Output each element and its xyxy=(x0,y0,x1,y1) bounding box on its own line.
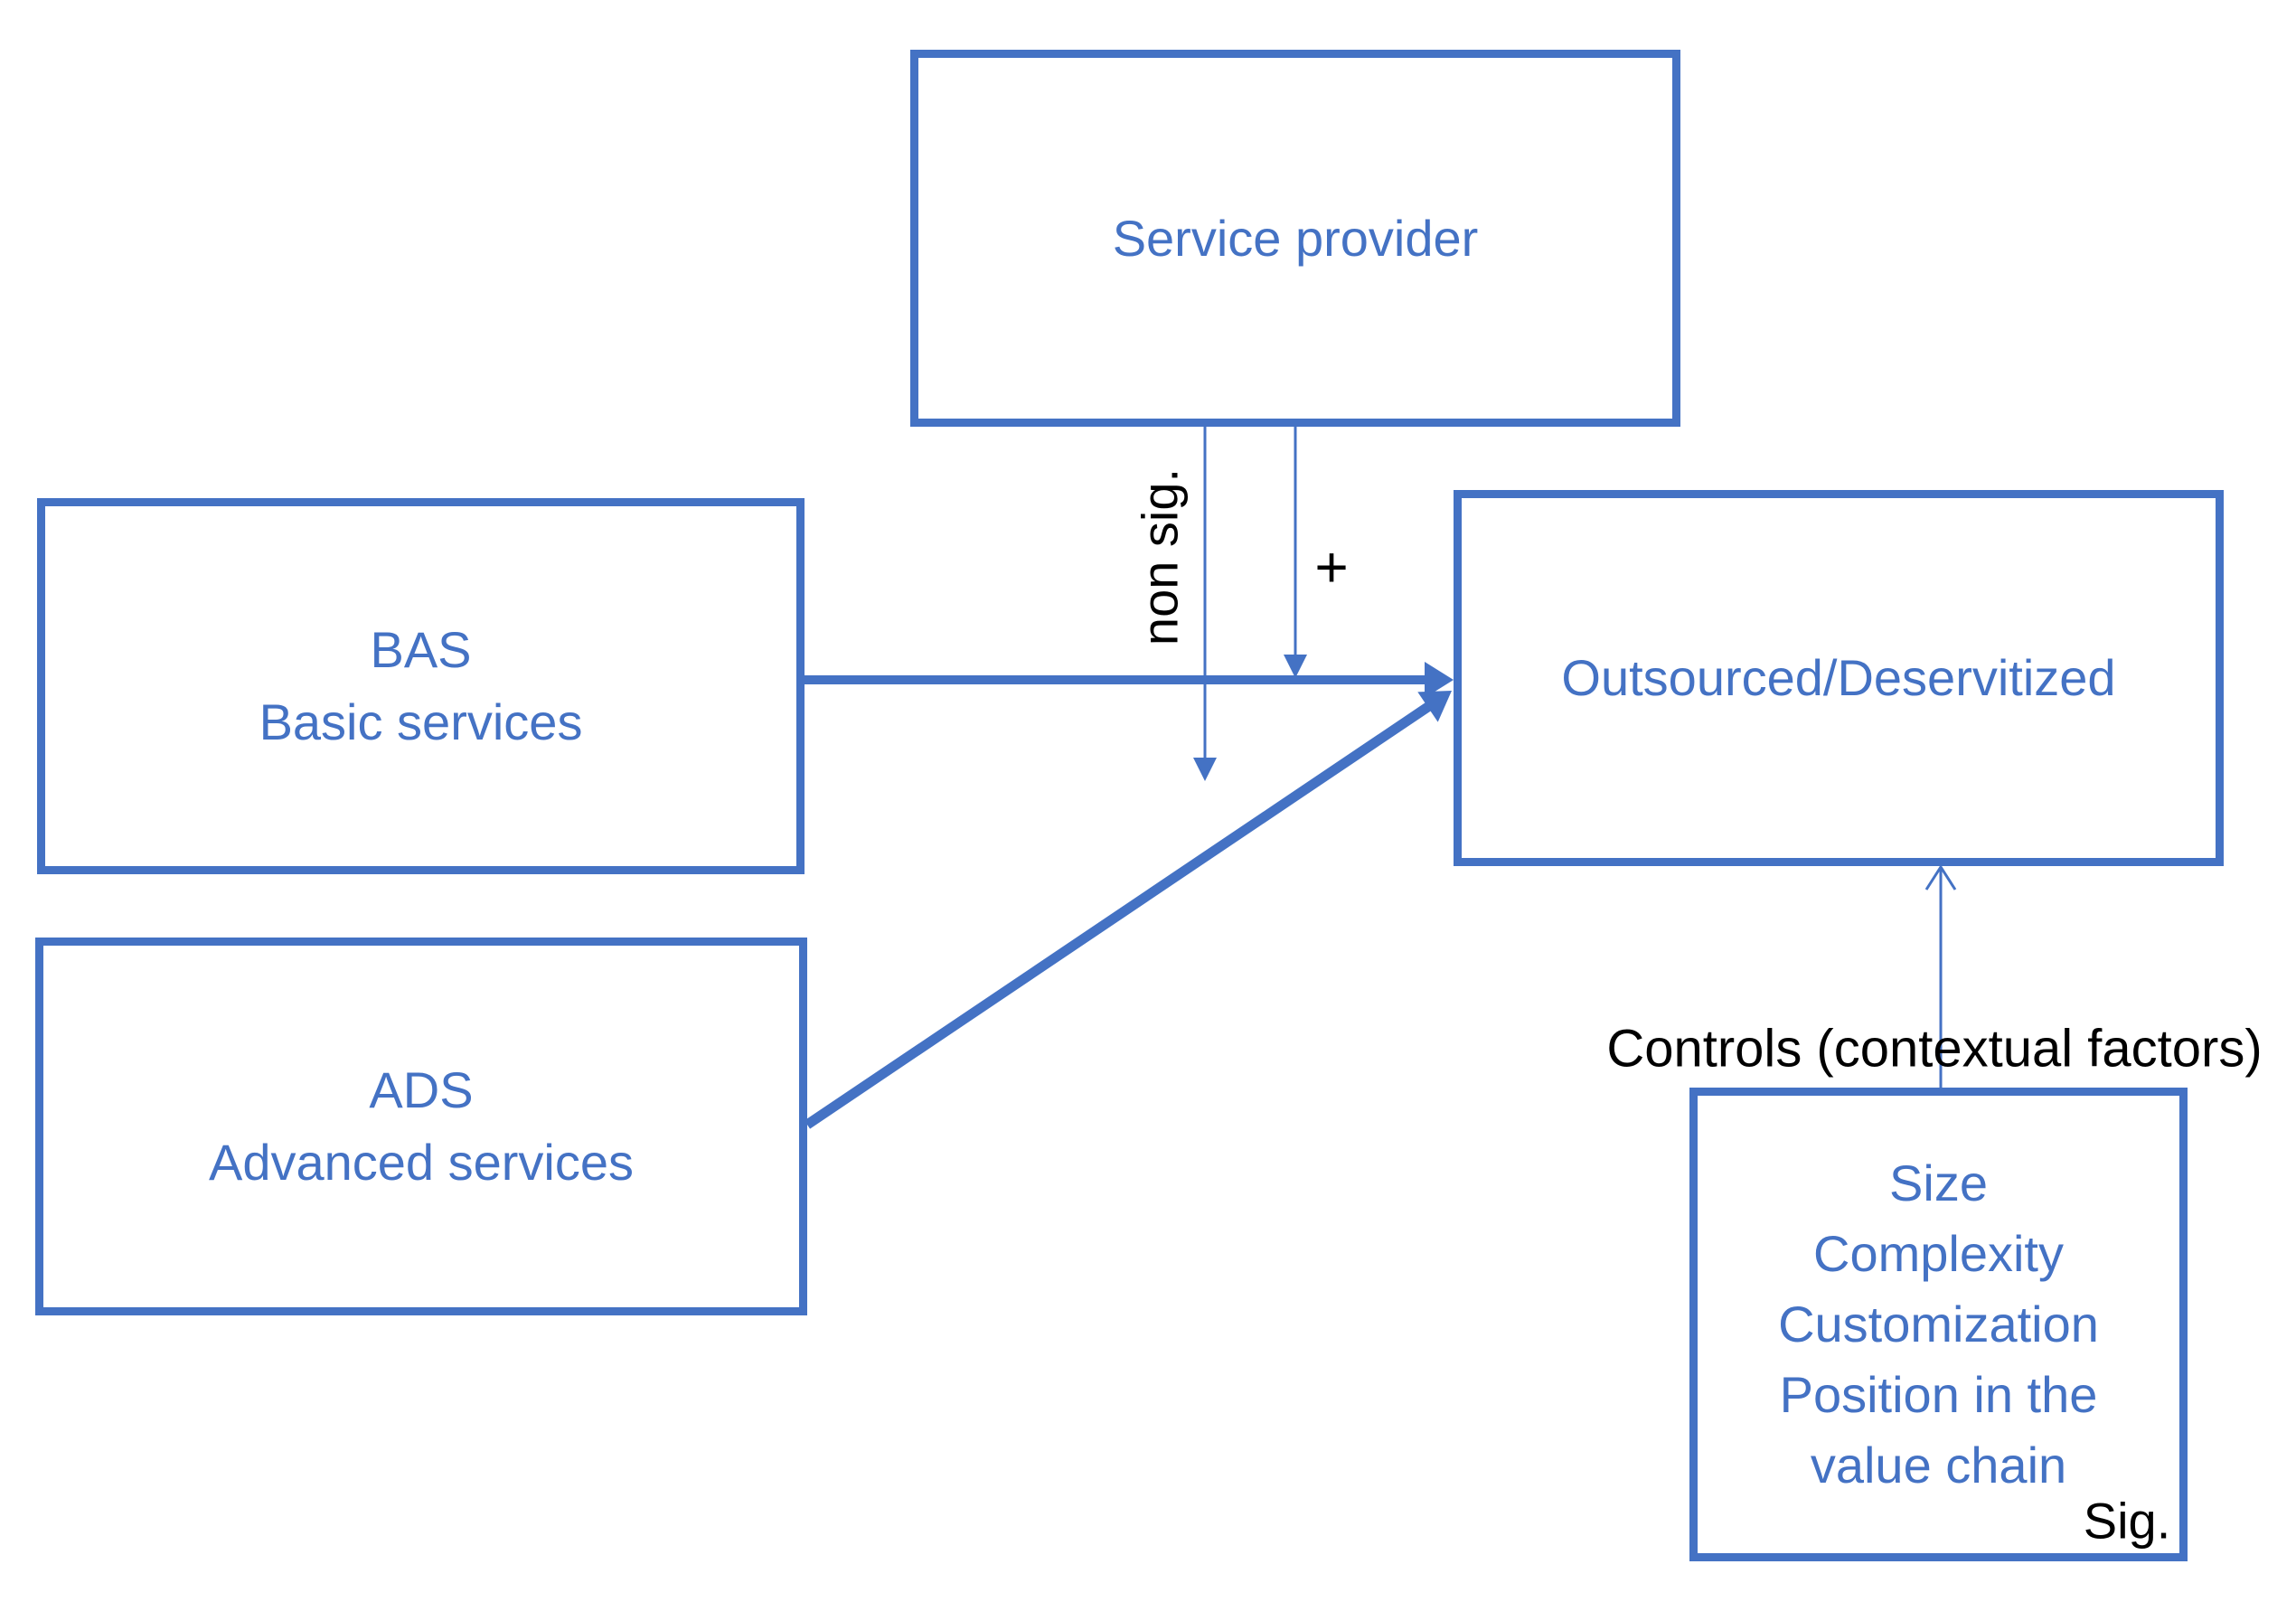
controls-heading-label: Controls (contextual factors) xyxy=(1606,1019,2263,1079)
sig-annotation: Sig. xyxy=(2083,1492,2171,1550)
outsourced-deservitized-box: Outsourced/Deservitized xyxy=(1454,490,2224,866)
controls-factors-box: Size Complexity Customization Position i… xyxy=(1689,1088,2188,1561)
service-provider-label: Service provider xyxy=(1112,209,1479,267)
arrow-service-provider-plus xyxy=(1284,427,1307,678)
bas-box: BAS Basic services xyxy=(37,498,805,874)
control-factor-size: Size xyxy=(1889,1154,1988,1211)
control-factor-position-2: value chain xyxy=(1810,1437,2067,1494)
ads-name-label: Advanced services xyxy=(208,1134,634,1191)
control-factor-complexity: Complexity xyxy=(1813,1225,2064,1282)
ads-abbr-label: ADS xyxy=(369,1061,474,1118)
service-provider-box: Service provider xyxy=(910,50,1680,427)
plus-annotation: + xyxy=(1314,534,1349,599)
arrow-bas-to-outsourced xyxy=(805,662,1454,698)
arrow-ads-to-outsourced xyxy=(804,691,1452,1129)
bas-name-label: Basic services xyxy=(259,693,583,750)
arrow-service-provider-nonsig xyxy=(1193,427,1217,781)
outsourced-label: Outsourced/Deservitized xyxy=(1561,649,2116,706)
bas-abbr-label: BAS xyxy=(370,621,472,678)
control-factor-customization: Customization xyxy=(1778,1296,2099,1352)
ads-box: ADS Advanced services xyxy=(35,938,807,1315)
control-factor-position-1: Position in the xyxy=(1779,1366,2098,1423)
non-sig-annotation: non sig. xyxy=(1131,467,1189,646)
